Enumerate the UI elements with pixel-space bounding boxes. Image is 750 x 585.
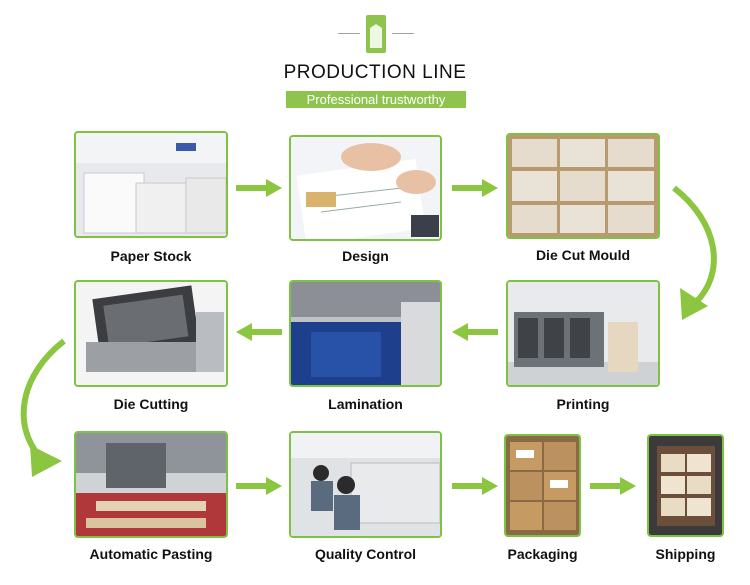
arrow-right-icon <box>452 179 498 197</box>
curved-arrow-down-icon <box>20 338 66 477</box>
cup-icon <box>366 15 386 53</box>
arrow-right-icon <box>452 477 498 495</box>
header-line-right <box>392 33 414 34</box>
die-cut-mould-label: Die Cut Mould <box>535 247 631 263</box>
automatic-pasting-image <box>74 431 228 538</box>
arrow-left-icon <box>452 323 498 341</box>
die-cut-mould-image <box>506 133 660 239</box>
paper-stock-label: Paper Stock <box>110 248 192 264</box>
page-title: PRODUCTION LINE <box>283 62 467 83</box>
paper-stock-image <box>74 131 228 238</box>
printing-label: Printing <box>556 396 610 412</box>
shipping-label: Shipping <box>655 546 716 562</box>
die-cutting-label: Die Cutting <box>113 396 189 412</box>
quality-control-image <box>289 431 442 538</box>
packaging-image <box>504 434 581 537</box>
lamination-label: Lamination <box>328 396 403 412</box>
arrow-right-icon <box>236 179 282 197</box>
packaging-label: Packaging <box>507 546 578 562</box>
arrow-left-icon <box>236 323 282 341</box>
printing-image <box>506 280 660 387</box>
header-line-left <box>338 33 360 34</box>
shipping-image <box>647 434 724 537</box>
design-image <box>289 135 442 241</box>
curved-arrow-down-icon <box>672 185 717 320</box>
quality-control-label: Quality Control <box>314 546 417 562</box>
automatic-pasting-label: Automatic Pasting <box>89 546 213 562</box>
design-label: Design <box>342 248 389 264</box>
die-cutting-image <box>74 280 228 387</box>
lamination-image <box>289 280 442 387</box>
page-subtitle: Professional trustworthy <box>286 91 466 108</box>
arrow-right-icon <box>236 477 282 495</box>
arrow-right-icon <box>590 477 636 495</box>
